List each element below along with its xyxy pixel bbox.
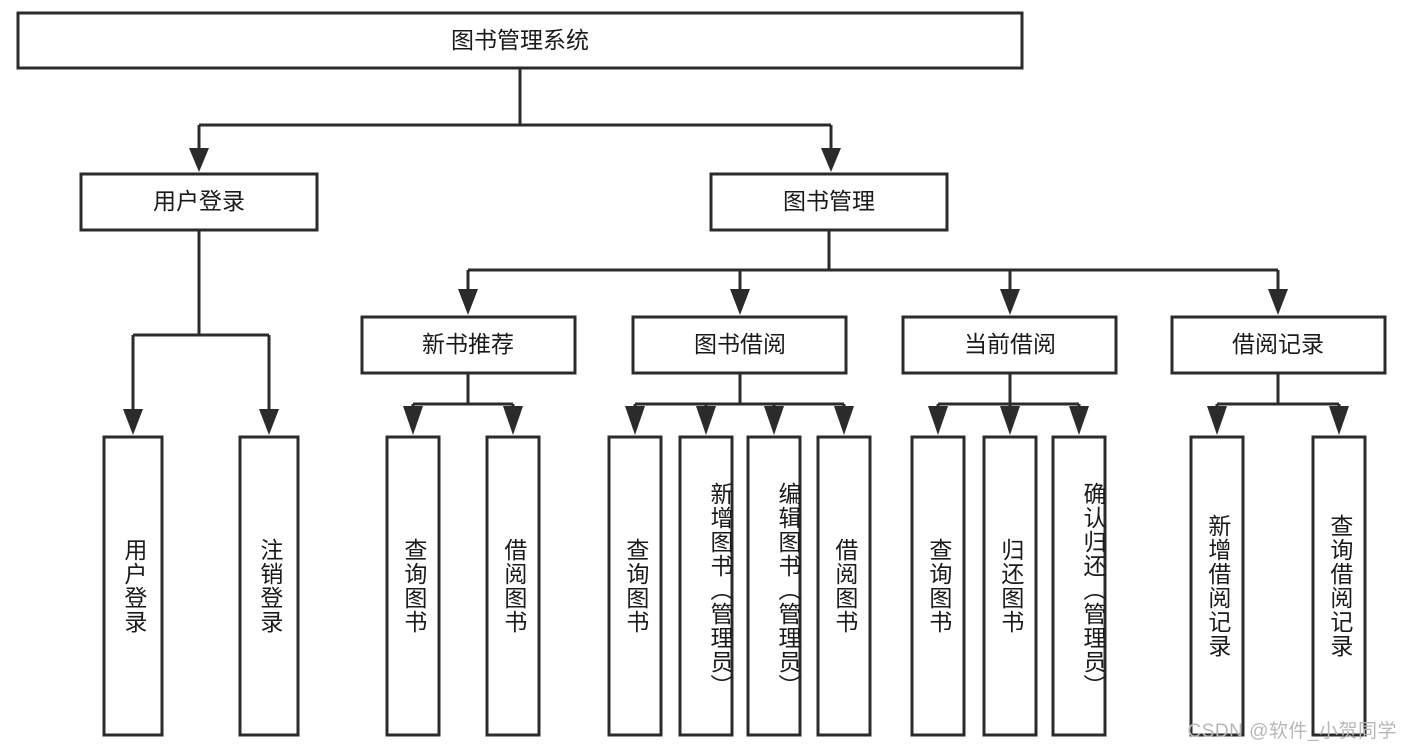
connector-group-book-borrow-to-leaves (625, 373, 854, 435)
node-borrow-record-label: 借阅记录 (1232, 331, 1324, 357)
node-current-borrow[interactable]: 当前借阅 (901, 315, 1118, 375)
node-current-borrow-box[interactable] (901, 315, 1118, 375)
leaf-box-bb-edit-book[interactable] (746, 435, 802, 737)
connector-group-current-borrow-to-leaves (928, 373, 1089, 435)
leaf-box-bb-borrow-book[interactable] (816, 435, 872, 737)
arrow-leaf-logout (259, 409, 279, 435)
leaf-box-user-login[interactable] (102, 435, 164, 737)
connector-group-new-book-rec-to-leaves (403, 373, 523, 435)
connector-group-borrow-record-to-leaves (1207, 373, 1349, 435)
leaf-box-nbr-query-book[interactable] (385, 435, 441, 737)
node-root-label: 图书管理系统 (451, 27, 589, 53)
csdn-watermark: CSDN @软件_小贺同学 (1187, 721, 1397, 742)
node-book-management-label: 图书管理 (783, 188, 875, 214)
leaf-box-br-add-record[interactable] (1189, 435, 1245, 737)
node-user-login-box[interactable] (79, 172, 319, 232)
arrow-to-book-mgmt (821, 148, 841, 172)
arrow-to-user-login (189, 148, 209, 172)
arrow-leaf-nbr-borrow (503, 406, 523, 435)
arrow-leaf-br-query (1329, 406, 1349, 435)
node-root[interactable]: 图书管理系统 (16, 11, 1024, 70)
leaf-box-br-query-record[interactable] (1311, 435, 1367, 737)
node-user-login-label: 用户登录 (153, 188, 245, 214)
node-book-borrow-label: 图书借阅 (694, 331, 786, 357)
node-current-borrow-label: 当前借阅 (964, 331, 1056, 357)
leaf-box-nbr-borrow-book[interactable] (485, 435, 541, 737)
leaf-box-cb-return-book[interactable] (982, 435, 1038, 737)
connector-group-root-to-level2 (189, 68, 841, 172)
arrow-to-borrow-record (1268, 289, 1288, 315)
node-new-book-recommend-box[interactable] (360, 315, 577, 375)
arrow-leaf-br-add (1207, 406, 1227, 435)
node-root-box[interactable] (16, 11, 1024, 70)
leaf-box-cb-confirm-return[interactable] (1051, 435, 1107, 737)
node-borrow-record-box[interactable] (1170, 315, 1387, 375)
node-new-book-recommend-label: 新书推荐 (422, 331, 514, 357)
node-new-book-recommend[interactable]: 新书推荐 (360, 315, 577, 375)
arrow-leaf-user-login (123, 409, 143, 435)
connector-group-user-login-to-leaves (123, 230, 279, 435)
connector-group-book-mgmt-to-level3 (458, 230, 1288, 315)
node-book-management-box[interactable] (709, 172, 949, 232)
arrow-leaf-nbr-query (403, 406, 423, 435)
leaf-box-cb-query-book[interactable] (910, 435, 966, 737)
arrow-leaf-bb-edit (764, 406, 784, 435)
node-borrow-record[interactable]: 借阅记录 (1170, 315, 1387, 375)
node-book-management[interactable]: 图书管理 (709, 172, 949, 232)
arrow-to-book-borrow (730, 289, 750, 315)
arrow-to-new-book-rec (458, 289, 478, 315)
leaf-box-logout[interactable] (238, 435, 300, 737)
node-user-login[interactable]: 用户登录 (79, 172, 319, 232)
arrow-leaf-cb-query (928, 406, 948, 435)
arrow-leaf-cb-return (1000, 406, 1020, 435)
arrow-leaf-bb-borrow (834, 406, 854, 435)
arrow-leaf-bb-query (625, 406, 645, 435)
node-book-borrow[interactable]: 图书借阅 (631, 315, 848, 375)
leaf-box-group (102, 435, 1367, 737)
arrow-leaf-bb-add (696, 406, 716, 435)
node-book-borrow-box[interactable] (631, 315, 848, 375)
arrow-to-current-borrow (1000, 289, 1020, 315)
leaf-box-bb-query-book[interactable] (607, 435, 663, 737)
arrow-leaf-cb-confirm (1069, 406, 1089, 435)
leaf-box-bb-add-book[interactable] (678, 435, 734, 737)
